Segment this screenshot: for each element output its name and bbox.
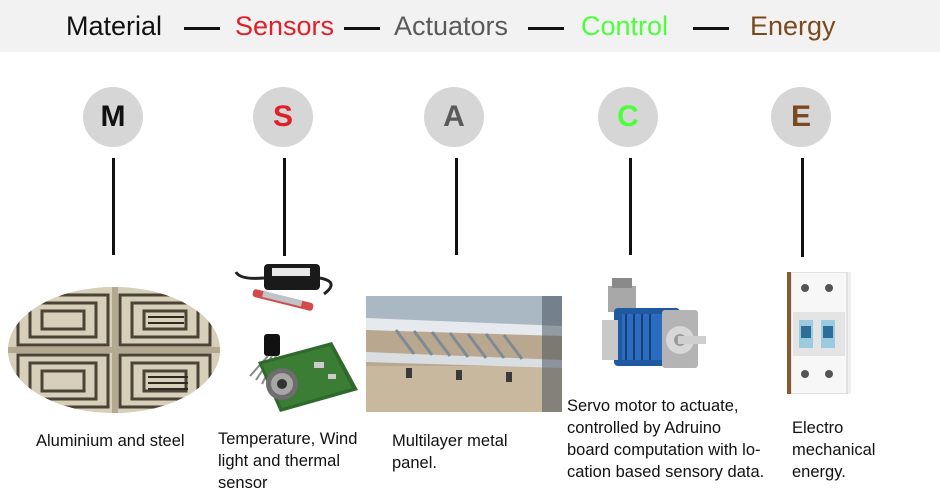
caption-control-line-3: board computation with lo- bbox=[567, 441, 761, 459]
node-a-connector bbox=[455, 158, 458, 255]
caption-material-line: Aluminium and steel bbox=[36, 432, 185, 450]
header-banner bbox=[0, 0, 940, 52]
node-c-letter: C bbox=[617, 100, 639, 133]
caption-actuators-line-2: panel. bbox=[392, 454, 437, 472]
header-material: Material bbox=[66, 11, 163, 41]
caption-sensors-line-1: Temperature, Wind bbox=[218, 430, 358, 448]
header-dash-2 bbox=[344, 27, 380, 30]
caption-sensors: Temperature, Wind light and thermal sens… bbox=[218, 428, 357, 494]
header-dash-4 bbox=[693, 27, 729, 30]
caption-sensors-line-2: light and thermal bbox=[218, 452, 340, 470]
header-dash-3 bbox=[528, 27, 564, 30]
servo-motor-image bbox=[602, 278, 706, 368]
header-dash-1 bbox=[184, 27, 220, 30]
caption-control-line-2: controlled by Adruino bbox=[567, 419, 722, 437]
header-sensors: Sensors bbox=[235, 11, 335, 41]
node-s-letter: S bbox=[272, 100, 293, 133]
node-s-connector bbox=[283, 158, 286, 256]
caption-control: Servo motor to actuate, controlled by Ad… bbox=[567, 395, 764, 483]
node-e-circle: E bbox=[771, 87, 831, 147]
node-a-letter: A bbox=[443, 100, 465, 133]
node-c-connector bbox=[629, 158, 632, 255]
node-e-letter: E bbox=[790, 100, 811, 133]
caption-control-line-1: Servo motor to actuate, bbox=[567, 397, 739, 415]
caption-control-line-4: cation based sensory data. bbox=[567, 463, 765, 481]
caption-energy-line-2: mechanical bbox=[792, 441, 876, 459]
node-s-circle: S bbox=[253, 87, 313, 147]
node-m-circle: M bbox=[83, 87, 143, 147]
node-e-connector bbox=[801, 158, 804, 257]
caption-energy-line-3: energy. bbox=[792, 463, 846, 481]
aluminium-steel-facade-image bbox=[8, 287, 220, 413]
caption-sensors-line-3: sensor bbox=[218, 474, 268, 492]
caption-energy: Electro mechanical energy. bbox=[792, 417, 875, 483]
caption-energy-line-1: Electro bbox=[792, 419, 844, 437]
sensor-components-image bbox=[234, 264, 358, 412]
caption-actuators-line-1: Multilayer metal bbox=[392, 432, 508, 450]
caption-actuators: Multilayer metal panel. bbox=[392, 430, 508, 474]
caption-material: Aluminium and steel bbox=[36, 430, 185, 452]
header-actuators: Actuators bbox=[394, 11, 509, 41]
header-control: Control bbox=[581, 11, 669, 41]
node-m-letter: M bbox=[100, 100, 126, 133]
circuit-breaker-image bbox=[787, 272, 851, 394]
msace-title-row: Material Sensors Actuators Control Energ… bbox=[0, 0, 940, 52]
node-m-connector bbox=[112, 158, 115, 255]
node-c-circle: C bbox=[598, 87, 658, 147]
node-a-circle: A bbox=[424, 87, 484, 147]
header-energy: Energy bbox=[750, 11, 836, 41]
metal-panel-image bbox=[366, 296, 562, 412]
